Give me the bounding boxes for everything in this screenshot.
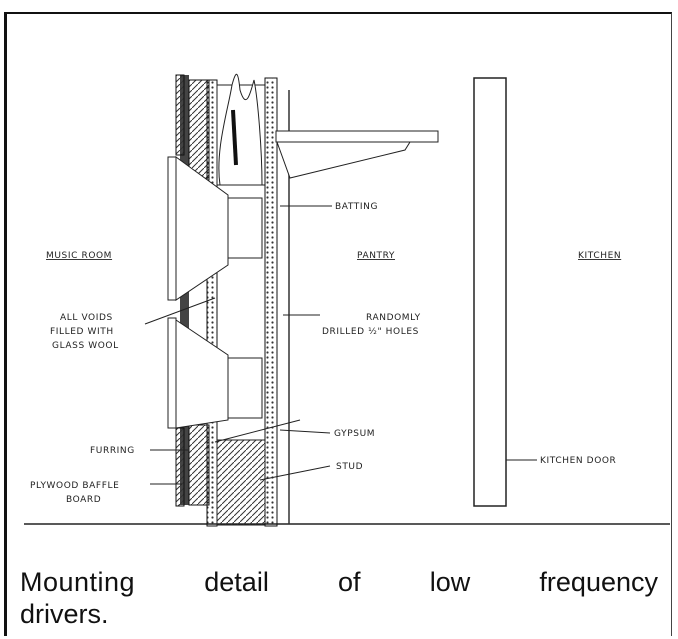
kitchen-door (473, 77, 507, 507)
batting (218, 73, 263, 186)
caption-line-2: drivers. (20, 599, 109, 629)
baffle-board-upper (175, 74, 185, 156)
label-voids-2: FILLED WITH (50, 327, 114, 337)
outer-gypsum (264, 77, 278, 527)
caption-word-mounting: Mounting (20, 567, 136, 597)
shelf (275, 130, 439, 143)
label-kitchen: KITCHEN (578, 251, 621, 261)
label-voids-3: GLASS WOOL (52, 341, 119, 351)
lower-driver-cone (175, 319, 229, 429)
caption-word-frequency: frequency (539, 567, 658, 597)
label-gypsum: GYPSUM (334, 429, 375, 439)
upper-driver-magnet (227, 197, 263, 259)
caption-word-of: of (338, 567, 361, 597)
upper-driver-cone (175, 156, 229, 301)
figure-frame (4, 12, 672, 636)
label-pantry: PANTRY (357, 251, 395, 261)
label-holes-1: RANDOMLY (366, 313, 421, 323)
shelf-bracket (276, 141, 411, 179)
label-batting: BATTING (335, 202, 378, 212)
label-holes-2: DRILLED ½" HOLES (322, 327, 419, 337)
figure-caption: Mounting detail of low frequency drivers… (20, 566, 670, 630)
label-baffle-1: PLYWOOD BAFFLE (30, 481, 119, 491)
label-baffle-2: BOARD (66, 495, 101, 505)
lower-driver-magnet (227, 357, 263, 419)
baffle-board-lower (175, 427, 185, 507)
label-furring: FURRING (90, 446, 135, 456)
upper-driver-flange (167, 156, 177, 301)
mounting-diagram: MUSIC ROOM PANTRY KITCHEN BATTING ALL VO… (24, 73, 670, 527)
stud-lower (216, 439, 266, 526)
label-kitchen-door: KITCHEN DOOR (540, 456, 616, 466)
label-music-room: MUSIC ROOM (46, 251, 112, 261)
caption-word-low: low (429, 567, 471, 597)
furring (188, 79, 210, 181)
furring-lower (188, 424, 210, 506)
lower-driver-flange (167, 317, 177, 429)
label-stud: STUD (336, 462, 363, 472)
inner-gypsum (206, 79, 218, 527)
label-voids-1: ALL VOIDS (60, 313, 113, 323)
caption-word-detail: detail (204, 567, 269, 597)
